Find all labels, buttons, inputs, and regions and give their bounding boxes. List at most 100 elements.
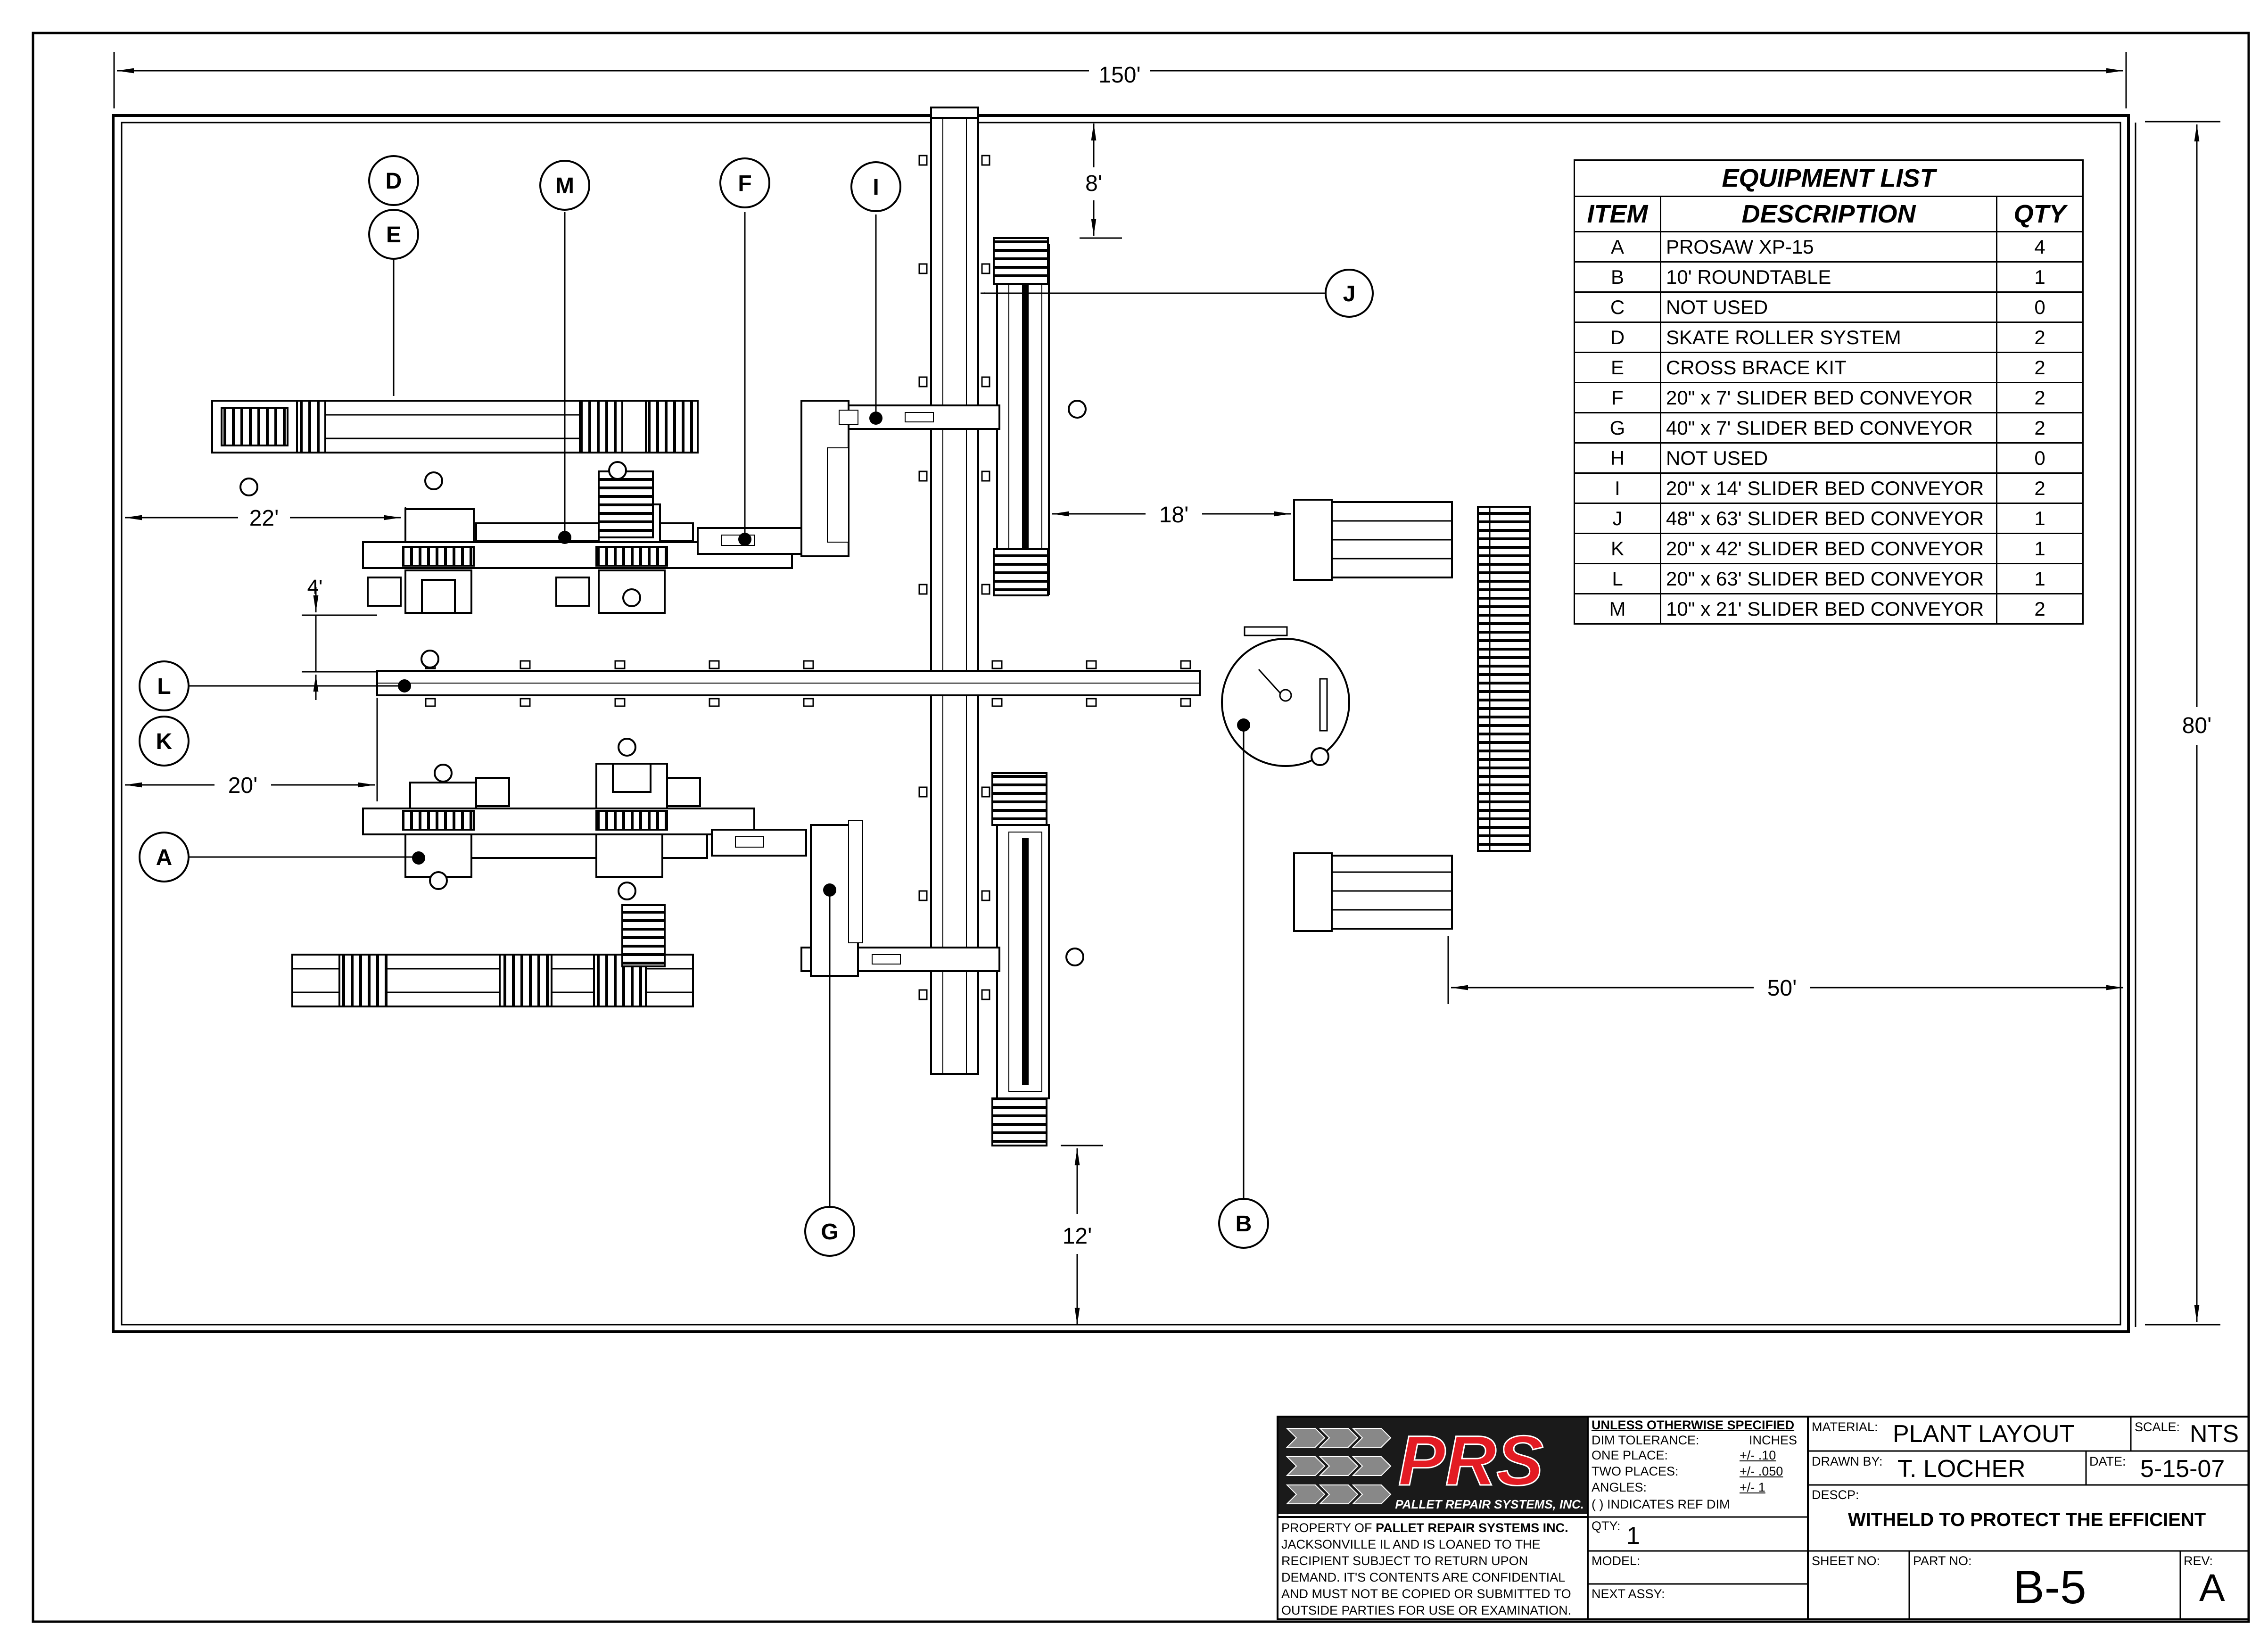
support-brackets: [425, 155, 1191, 1000]
callout-b: B: [1218, 1198, 1269, 1249]
dim-text-50: 50': [1767, 976, 1797, 1001]
callout-d: D: [368, 155, 419, 206]
svg-text:L: L: [157, 674, 171, 699]
dimension-50ft: 50': [1447, 936, 2123, 1004]
angles-value: +/- 1: [1740, 1480, 1765, 1494]
main-horizontal-conveyor: [376, 670, 1201, 696]
rev-label: REV:: [2184, 1554, 2213, 1568]
dim-text-150: 150': [1098, 63, 1140, 88]
svg-text:J: J: [1343, 281, 1356, 306]
dimension-8ft: 8': [1080, 124, 1122, 239]
svg-text:M: M: [555, 173, 574, 198]
callout-leader-dots: [398, 412, 1250, 897]
dimension-4ft: 4': [302, 576, 377, 700]
callout-k: K: [139, 716, 190, 767]
dim-text-4: 4': [307, 576, 323, 599]
dimension-18ft: 18': [1052, 503, 1291, 528]
qty-value: 1: [1626, 1522, 1640, 1550]
two-places-label: TWO PLACES:: [1592, 1464, 1679, 1478]
date-label: DATE:: [2089, 1454, 2126, 1468]
callout-a: A: [139, 832, 190, 882]
angles-label: ANGLES:: [1592, 1480, 1647, 1494]
dim-text-8: 8': [1085, 171, 1102, 196]
col-header-item: ITEM: [1574, 196, 1661, 232]
svg-text:A: A: [156, 845, 173, 870]
scale-label: SCALE:: [2135, 1420, 2180, 1434]
property-notice: PROPERTY OF PALLET REPAIR SYSTEMS INC.: [1281, 1521, 1568, 1535]
callout-f: F: [719, 157, 770, 208]
property-line: RECIPIENT SUBJECT TO RETURN UPON: [1281, 1554, 1528, 1568]
dim-tolerance-label: DIM TOLERANCE:: [1592, 1433, 1699, 1447]
sheet-no-label: SHEET NO:: [1812, 1554, 1880, 1568]
col-header-description: DESCRIPTION: [1660, 196, 1997, 232]
svg-text:K: K: [156, 729, 173, 754]
qty-label: QTY:: [1592, 1519, 1621, 1533]
callout-e: E: [368, 209, 419, 260]
property-line: JACKSONVILLE IL AND IS LOANED TO THE: [1281, 1537, 1541, 1551]
svg-text:E: E: [386, 223, 401, 247]
skate-roller-system-lower: [291, 954, 694, 1007]
prs-logo: PRS PALLET REPAIR SYSTEMS, INC.: [1278, 1418, 1587, 1514]
svg-text:D: D: [386, 169, 402, 194]
material-value: PLANT LAYOUT: [1893, 1420, 2075, 1448]
callout-j: J: [1325, 269, 1374, 318]
property-line: AND MUST NOT BE COPIED OR SUBMITTED TO: [1281, 1587, 1571, 1601]
building-outline: [112, 114, 2136, 1333]
rev-value: A: [2199, 1567, 2225, 1609]
saw-station-upper: [362, 470, 802, 614]
dim-text-20: 20': [228, 773, 258, 798]
conveyor-j-upper: [993, 237, 1050, 596]
dimension-12ft: 12': [1061, 1145, 1103, 1325]
saw-station-lower: [362, 763, 807, 967]
next-assy-label: NEXT ASSY:: [1592, 1587, 1665, 1601]
dim-text-22: 22': [249, 506, 279, 531]
callout-leaders: [189, 212, 1326, 1207]
descp-label: DESCP:: [1812, 1488, 1859, 1502]
one-place-value: +/- .10: [1740, 1448, 1776, 1462]
main-vertical-conveyor: [930, 107, 979, 1075]
title-block-frame: [1277, 1416, 2250, 1620]
descp-value: WITHELD TO PROTECT THE EFFICIENT: [1848, 1509, 2206, 1530]
scale-value: NTS: [2190, 1420, 2239, 1448]
svg-text:G: G: [821, 1220, 838, 1245]
material-label: MATERIAL:: [1812, 1420, 1878, 1434]
ref-dim-note: ( ) INDICATES REF DIM: [1592, 1497, 1730, 1511]
two-places-value: +/- .050: [1740, 1464, 1783, 1478]
drawn-by-label: DRAWN BY:: [1812, 1454, 1883, 1468]
date-value: 5-15-07: [2140, 1455, 2225, 1483]
callout-m: M: [539, 160, 590, 211]
dimension-overall-height: 80': [2145, 121, 2220, 1326]
svg-text:I: I: [873, 175, 879, 200]
callout-i: I: [850, 161, 901, 212]
svg-text:B: B: [1236, 1212, 1252, 1237]
dimension-22ft: 22': [125, 506, 406, 537]
svg-text:F: F: [738, 171, 751, 196]
operator-figures: [239, 400, 1329, 966]
model-label: MODEL:: [1592, 1554, 1641, 1568]
equipment-list-title: EQUIPMENT LIST: [1574, 159, 2084, 197]
svg-text:PALLET REPAIR SYSTEMS, INC.: PALLET REPAIR SYSTEMS, INC.: [1395, 1497, 1584, 1511]
sheet-border: [32, 32, 2250, 1623]
dimension-overall-width: 150': [113, 52, 2127, 108]
drawn-by-value: T. LOCHER: [1897, 1455, 2026, 1483]
tolerance-header: UNLESS OTHERWISE SPECIFIED: [1592, 1418, 1795, 1432]
part-no-value: B-5: [2013, 1561, 2087, 1614]
part-no-label: PART NO:: [1913, 1554, 1972, 1568]
dim-tolerance-units: INCHES: [1749, 1433, 1798, 1447]
svg-text:PRS: PRS: [1398, 1421, 1543, 1500]
one-place-label: ONE PLACE:: [1592, 1448, 1668, 1462]
callout-g: G: [804, 1206, 855, 1257]
conveyor-i-lower-branch: [800, 820, 1000, 977]
